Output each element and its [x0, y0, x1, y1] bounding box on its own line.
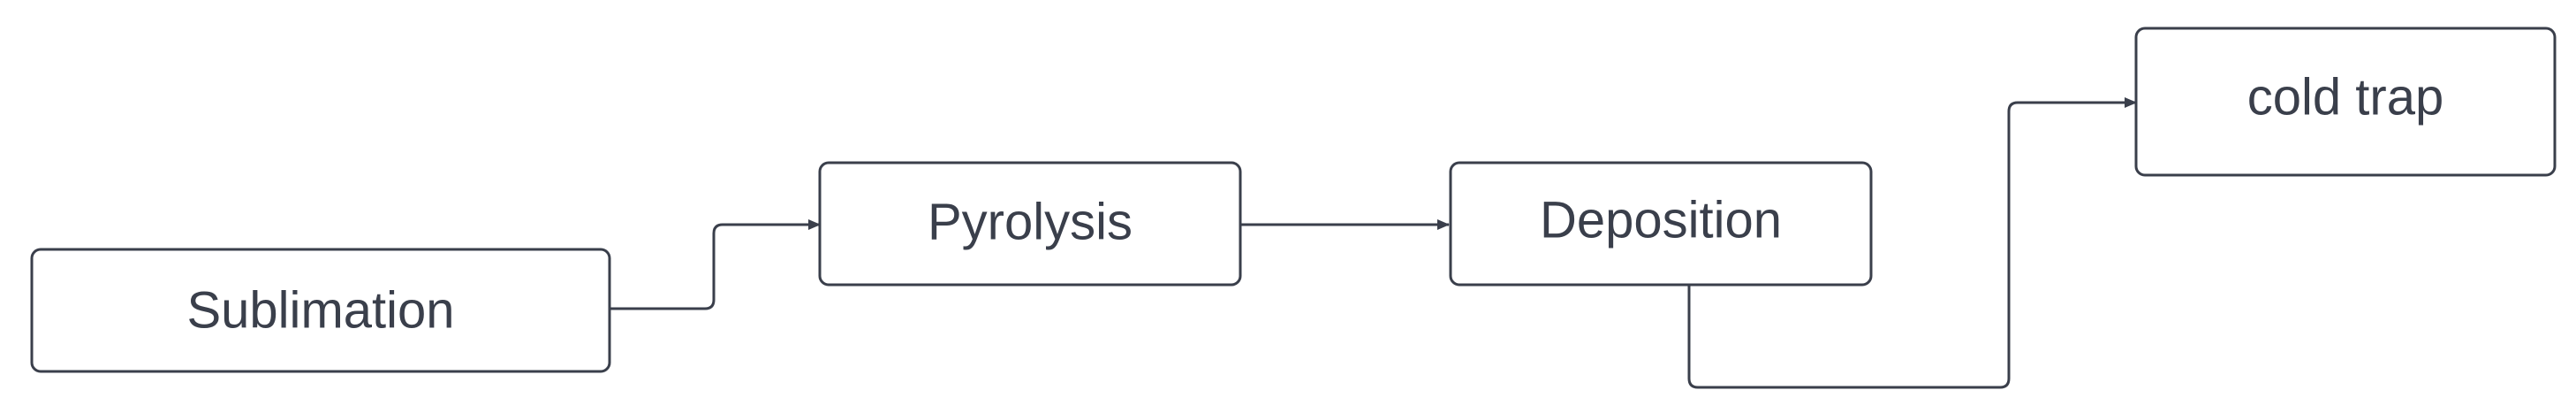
node-sublimation-label: Sublimation [186, 282, 454, 340]
node-sublimation[interactable]: Sublimation [30, 248, 611, 373]
node-cold-trap[interactable]: cold trap [2134, 27, 2557, 177]
connector-deposition-to-cold-trap [1687, 97, 2137, 389]
connector-sublimation-to-pyrolysis [610, 219, 821, 310]
node-deposition[interactable]: Deposition [1449, 161, 1873, 287]
node-pyrolysis-label: Pyrolysis [928, 194, 1133, 251]
node-pyrolysis[interactable]: Pyrolysis [818, 161, 1242, 287]
node-deposition-label: Deposition [1540, 192, 1782, 249]
node-cold-trap-label: cold trap [2247, 69, 2443, 126]
